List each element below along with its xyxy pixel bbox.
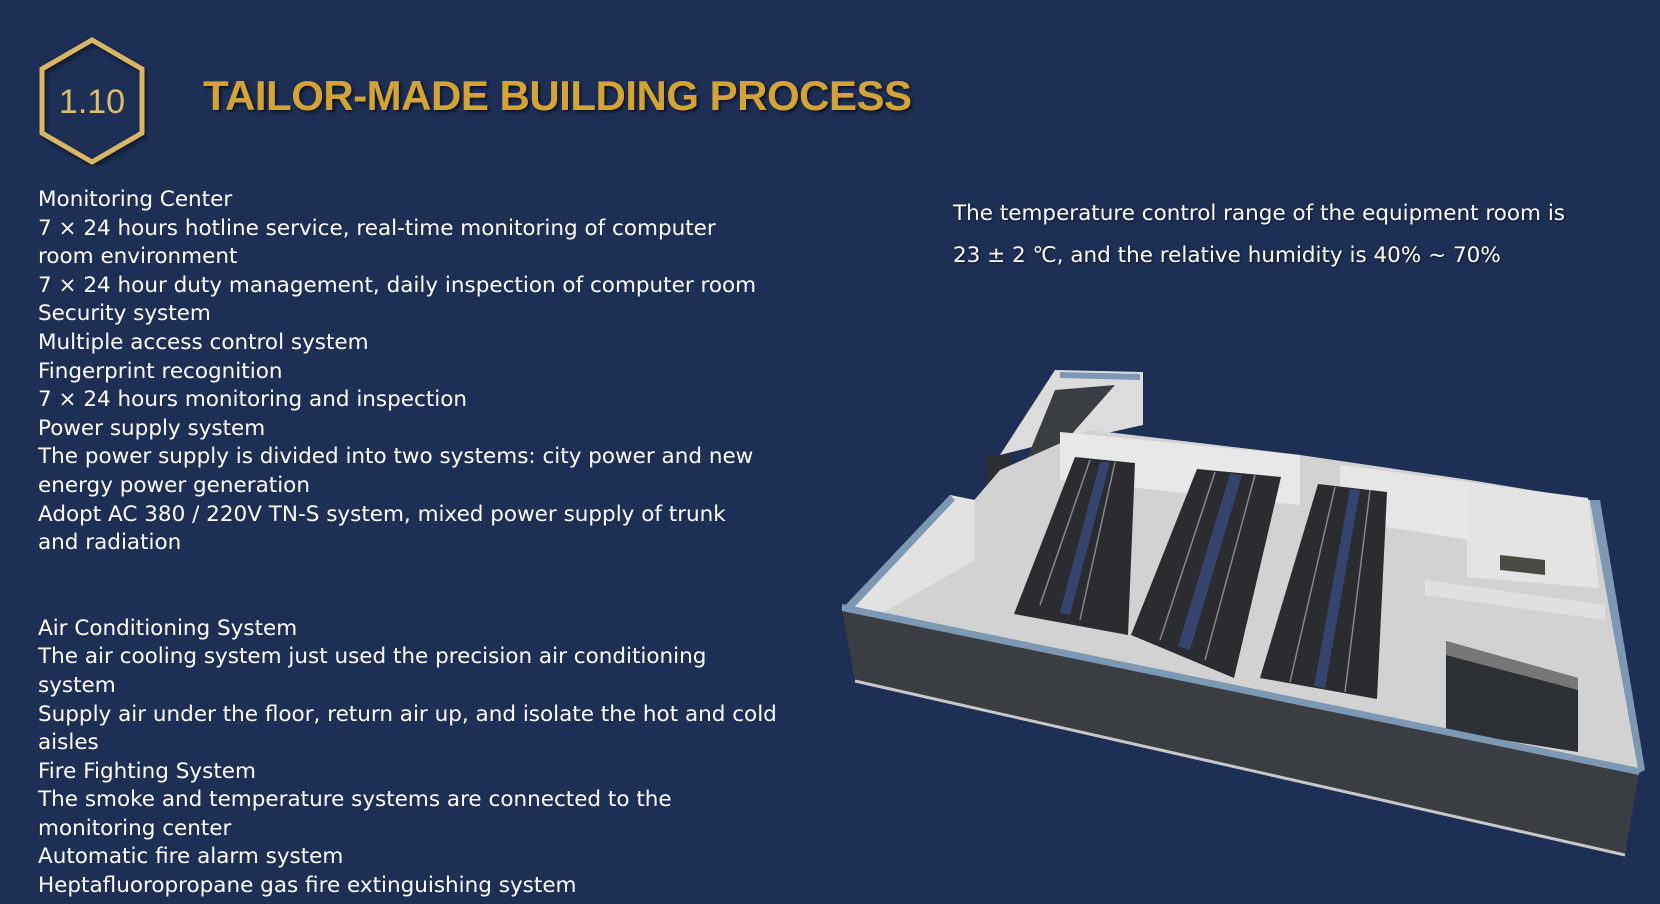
spec-line: 23 ± 2 ℃, and the relative humidity is 4…: [953, 243, 1501, 268]
feature-line: Power supply system: [38, 415, 266, 441]
feature-line: Monitoring Center: [38, 187, 233, 212]
spec-line: The temperature control range of the equ…: [953, 201, 1565, 226]
page-title: TAILOR-MADE BUILDING PROCESS: [203, 72, 912, 119]
feature-line: Supply air under the floor, return air u…: [38, 701, 777, 727]
features-list: Monitoring Center 7 × 24 hours hotline se…: [38, 186, 818, 901]
rack-rows: [1014, 457, 1387, 699]
feature-line: The power supply is divided into two sys…: [38, 444, 754, 470]
feature-line: energy power generation: [38, 472, 310, 498]
feature-line: and radiation: [38, 530, 182, 556]
feature-line: 7 × 24 hours monitoring and inspection: [38, 387, 468, 413]
section-number-hexagon: 1.10: [39, 37, 145, 165]
feature-line: Multiple access control system: [38, 329, 369, 355]
feature-line: Security system: [38, 301, 211, 327]
feature-line: The air cooling system just used the pre…: [38, 644, 707, 670]
feature-line: system: [38, 672, 116, 698]
feature-line: Heptafluoropropane gas fire extinguishin…: [38, 873, 577, 899]
feature-line: aisles: [38, 730, 99, 756]
feature-line: The smoke and temperature systems are co…: [38, 787, 672, 813]
feature-line: 7 × 24 hour duty management, daily inspe…: [38, 272, 757, 298]
feature-line: Fire Fighting System: [38, 758, 256, 784]
environment-spec: The temperature control range of the equ…: [953, 193, 1565, 277]
section-number: 1.10: [59, 83, 125, 121]
feature-line: room environment: [38, 244, 238, 270]
feature-line: 7 × 24 hours hotline service, real-time …: [38, 215, 716, 241]
feature-line: Automatic fire alarm system: [38, 844, 344, 870]
feature-line: monitoring center: [38, 815, 232, 841]
feature-line: Air Conditioning System: [38, 615, 298, 641]
feature-line: Fingerprint recognition: [38, 358, 283, 384]
feature-line: Adopt AC 380 / 220V TN-S system, mixed p…: [38, 501, 726, 527]
